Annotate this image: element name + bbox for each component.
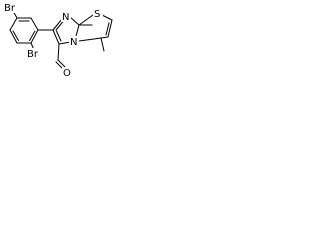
imidazole-double-bond bbox=[55, 20, 64, 31]
atom-br-top-label: Br bbox=[4, 3, 16, 14]
benzene-double-bond bbox=[12, 30, 19, 41]
imidazole-bond bbox=[52, 29, 60, 45]
atom-o: O bbox=[62, 67, 72, 79]
chemical-structure-diagram: Br Br N N S O bbox=[4, 2, 113, 79]
atom-n-bridge-label: N bbox=[70, 37, 77, 48]
benzene-double-bond bbox=[29, 30, 36, 41]
benzene-bond bbox=[30, 17, 39, 31]
thiazole-bond bbox=[107, 19, 113, 38]
benzene-bond bbox=[9, 17, 18, 31]
thiazole-bond bbox=[78, 38, 95, 42]
imidazole-bond bbox=[69, 16, 80, 26]
atom-n-bridge: N bbox=[69, 36, 79, 48]
imidazole-bond bbox=[52, 18, 63, 31]
atom-s-label: S bbox=[94, 9, 100, 20]
benzene-bond bbox=[30, 29, 39, 44]
benzene-ring bbox=[9, 17, 39, 44]
thiazole-bond bbox=[101, 14, 113, 21]
atom-n-ring-label: N bbox=[62, 12, 69, 23]
atom-br-top: Br bbox=[4, 2, 20, 14]
atom-s: S bbox=[93, 8, 103, 20]
atom-br-bottom: Br bbox=[27, 48, 43, 60]
atom-br-bottom-label: Br bbox=[27, 49, 39, 60]
aldehyde-c-bond bbox=[57, 43, 60, 61]
thiazole-bond bbox=[78, 14, 94, 26]
methyl-bond bbox=[100, 37, 105, 52]
imidazole-double-bond bbox=[56, 30, 62, 42]
atom-o-label: O bbox=[63, 68, 71, 79]
thiazole-double-bond bbox=[105, 22, 110, 36]
atom-n-ring: N bbox=[61, 11, 71, 23]
benzene-bond bbox=[9, 29, 18, 44]
